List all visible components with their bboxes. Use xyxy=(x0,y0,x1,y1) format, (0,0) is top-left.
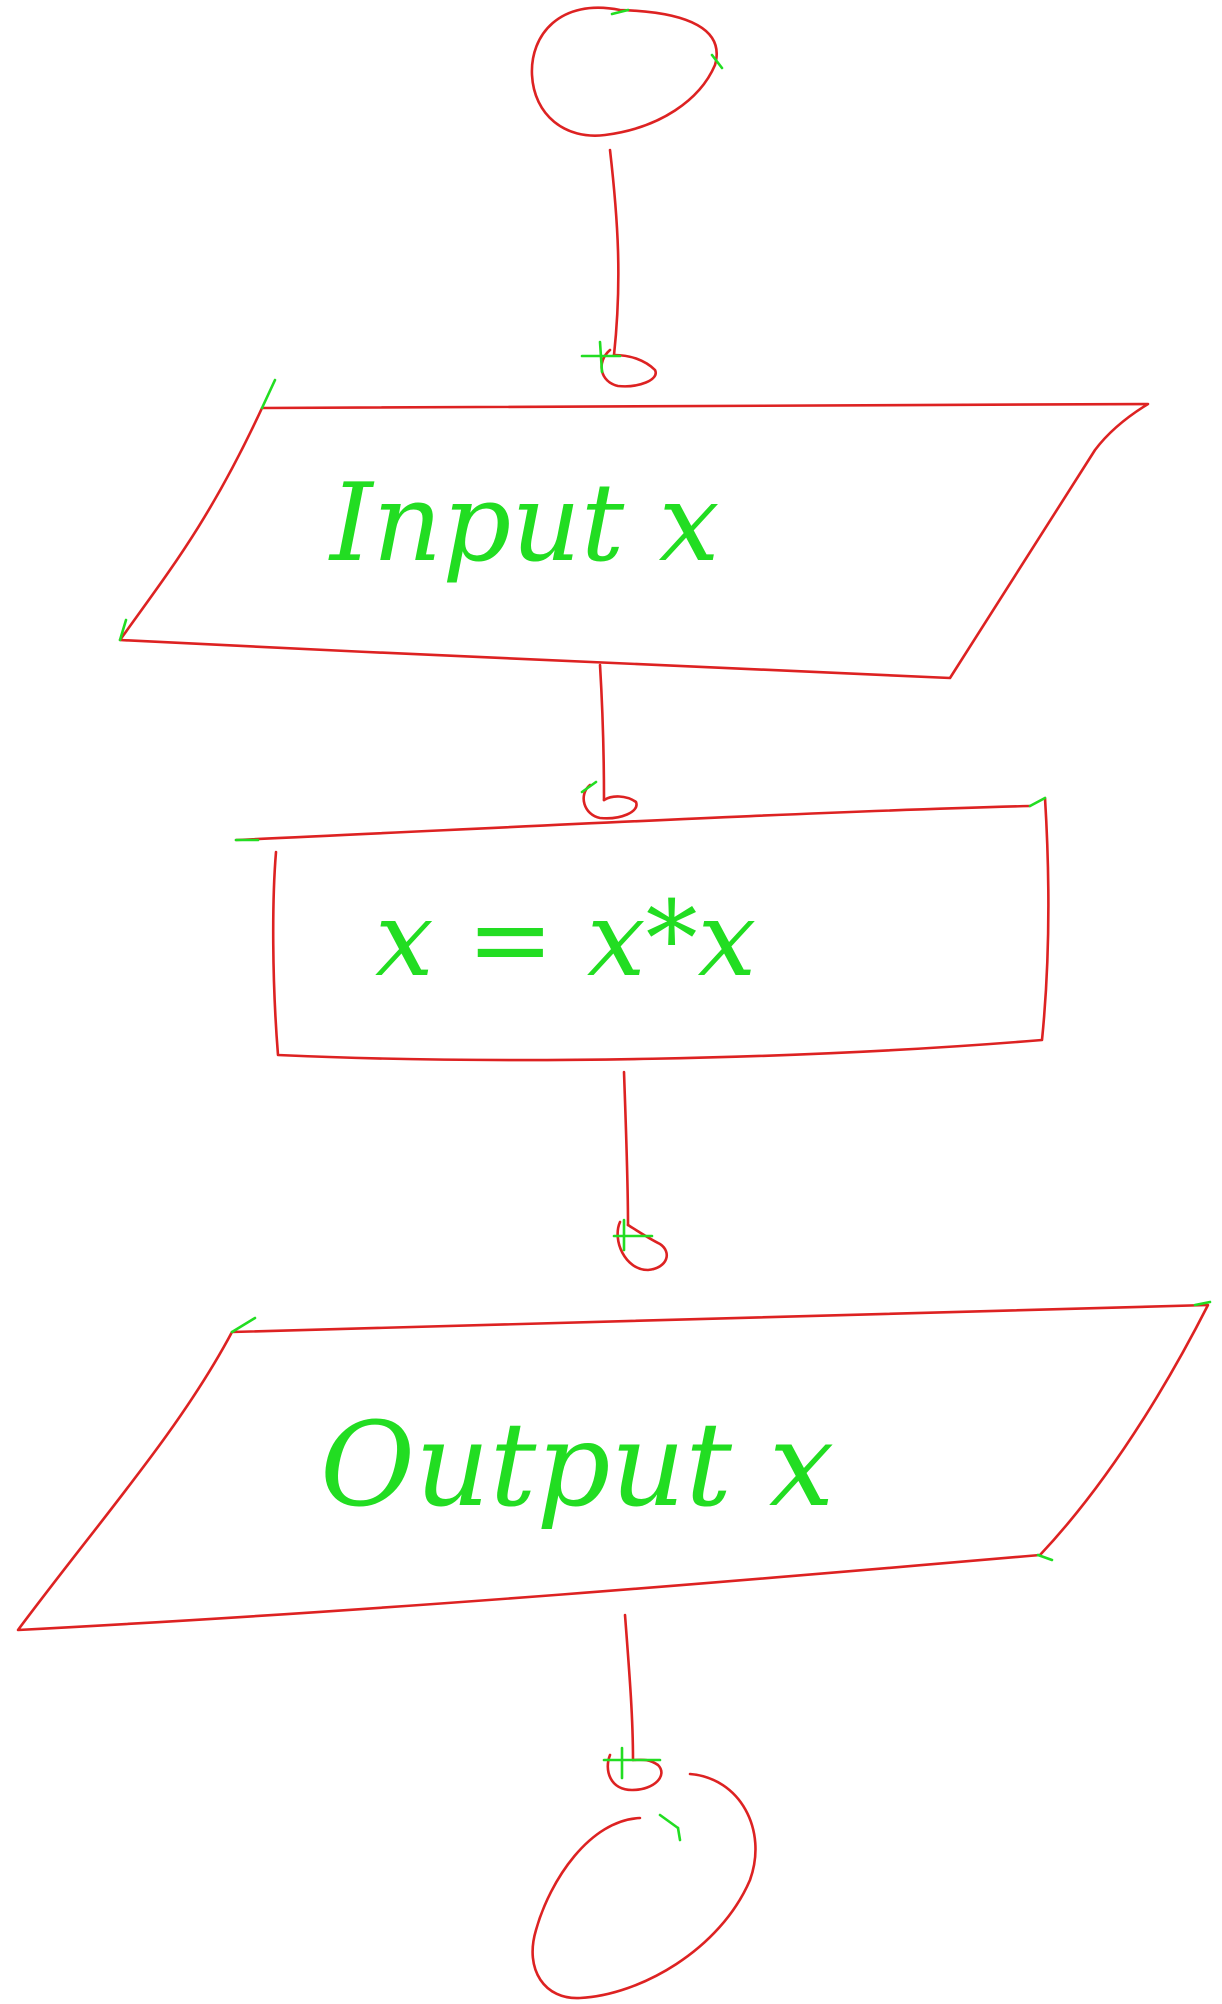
start-terminal xyxy=(530,6,724,137)
process-rectangle: x = x*x xyxy=(234,796,1050,1062)
connector-start-input xyxy=(580,148,657,388)
input-parallelogram: Input x xyxy=(118,378,1150,680)
connector-input-process xyxy=(580,663,638,820)
input-label: Input x xyxy=(328,461,720,586)
connector-output-end xyxy=(602,1613,663,1792)
process-label: x = x*x xyxy=(375,878,756,1000)
output-parallelogram: Output x xyxy=(16,1300,1212,1632)
end-terminal xyxy=(531,1772,757,2000)
connector-process-output xyxy=(612,1070,669,1272)
output-label: Output x xyxy=(320,1398,834,1533)
